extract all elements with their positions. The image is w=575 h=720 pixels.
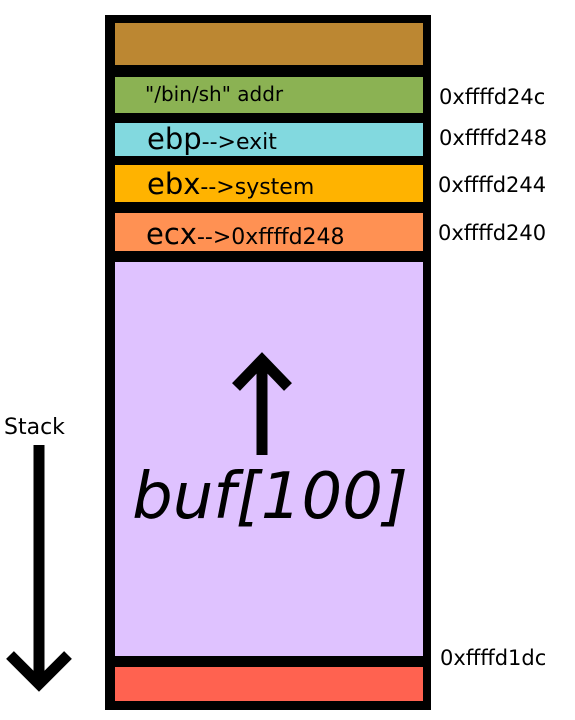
address-binsh: 0xffffd24c [439,85,545,109]
address-ecx: 0xffffd240 [438,221,546,245]
slot-binsh-addr [115,77,423,113]
address-ebx: 0xffffd244 [438,173,546,197]
slot-ecx [115,213,423,251]
address-ebp: 0xffffd248 [439,126,547,150]
ecx-register: ecx [146,217,197,251]
slot-bottom [115,667,423,701]
binsh-addr-label: "/bin/sh" addr [145,82,284,106]
up-arrow-icon [232,352,292,455]
ecx-label: ecx-->0xffffd248 [146,217,345,251]
ebp-label: ebp-->exit [147,122,277,156]
stack-label: Stack [4,415,65,440]
ecx-target: -->0xffffd248 [197,225,345,250]
ebp-register: ebp [147,122,202,156]
address-bottom: 0xffffd1dc [440,646,546,670]
buffer-label: buf[100] [132,460,408,534]
slot-ebx [115,165,423,202]
ebx-register: ebx [147,167,200,201]
slot-ebp [115,123,423,156]
ebp-target: -->exit [202,130,278,155]
ebx-target: -->system [200,175,314,200]
buffer-region [115,262,423,656]
ebx-label: ebx-->system [147,167,314,201]
down-arrow-icon [6,445,72,692]
slot-top [115,23,423,65]
